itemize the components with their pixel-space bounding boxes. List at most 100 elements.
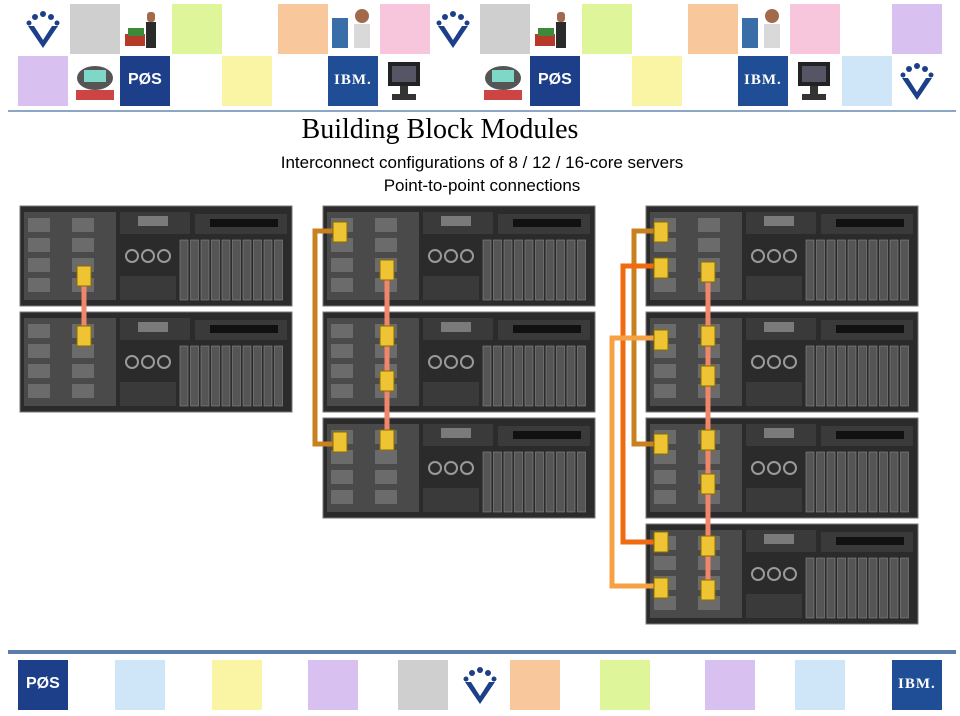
server-optical-slot: [210, 325, 278, 333]
server-port: [331, 278, 353, 292]
server-fan: [460, 249, 474, 263]
tile-lightblue: [842, 56, 892, 106]
server-drive-slot: [805, 345, 815, 407]
server-drive-slot: [826, 345, 836, 407]
server-lower-bay: [746, 594, 802, 618]
server-port: [375, 450, 397, 464]
processor-connector: [653, 433, 669, 455]
server-display: [764, 322, 794, 332]
processor-connector: [76, 265, 92, 287]
processor-connector: [332, 431, 348, 453]
cashier-icon: [328, 4, 378, 54]
server-drive-slot: [577, 239, 586, 301]
server-drive-slot: [242, 345, 252, 407]
server-display: [138, 216, 168, 226]
server-drive-slot: [253, 345, 262, 407]
server-chassis: [645, 523, 919, 625]
server-fan: [767, 249, 781, 263]
server-drive-slot: [847, 557, 857, 619]
server-port: [331, 490, 353, 504]
server-port: [375, 470, 397, 484]
server-drive-slot: [524, 451, 534, 513]
server-fan: [783, 249, 797, 263]
server-drive-slot: [514, 451, 523, 513]
tile-peach: [510, 660, 560, 710]
server-chassis: [645, 417, 919, 519]
server-drive-slot: [868, 345, 878, 407]
server-fan: [460, 355, 474, 369]
server-port: [331, 324, 353, 338]
server-drive-slot: [545, 239, 555, 301]
people-logo-icon: [455, 660, 505, 710]
server-chassis: [19, 311, 293, 413]
server-fan: [141, 355, 155, 369]
server-drive-slot: [503, 451, 513, 513]
tile-peach: [688, 4, 738, 54]
server-fan: [767, 355, 781, 369]
pos-logo-icon: PØS: [18, 660, 68, 710]
server-port: [654, 364, 676, 378]
pos-terminal-icon: [70, 56, 120, 106]
server-drive-slot: [274, 345, 283, 407]
server-optical-slot: [836, 431, 904, 439]
server-fan: [444, 355, 458, 369]
processor-connector: [379, 370, 395, 392]
server-drive-slot: [179, 345, 189, 407]
server-drive-slot: [879, 239, 888, 301]
server-drive-slot: [889, 239, 899, 301]
server-lower-bay: [423, 488, 479, 512]
server-optical-slot: [836, 325, 904, 333]
server-drive-slot: [200, 345, 210, 407]
interconnect-cable: [312, 228, 340, 447]
server-lower-bay: [746, 382, 802, 406]
tile-lightblue: [795, 660, 845, 710]
server-optical-slot: [210, 219, 278, 227]
server-fan: [767, 461, 781, 475]
server-port: [28, 384, 50, 398]
server-drive-slot: [242, 239, 252, 301]
tile-yellow: [212, 660, 262, 710]
server-drive-slot: [274, 239, 283, 301]
server-port: [654, 278, 676, 292]
interconnect-cable: [620, 263, 661, 545]
server-port: [72, 344, 94, 358]
page-subtitle-secondary: Point-to-point connections: [383, 176, 581, 195]
server-drive-slot: [482, 345, 492, 407]
server-drive-slot: [232, 345, 241, 407]
server-drive-slot: [879, 345, 888, 407]
processor-connector: [700, 429, 716, 451]
server-lower-bay: [746, 488, 802, 512]
server-port: [698, 238, 720, 252]
server-drive-slot: [566, 239, 576, 301]
server-fan: [428, 249, 442, 263]
tile-pink: [380, 4, 430, 54]
server-chassis: [322, 417, 596, 519]
server-chassis: [19, 205, 293, 307]
server-drive-slot: [493, 239, 502, 301]
server-drive-slot: [889, 451, 899, 513]
server-fan: [444, 461, 458, 475]
processor-connector: [653, 329, 669, 351]
server-lower-bay: [423, 382, 479, 406]
server-drive-slot: [816, 451, 825, 513]
server-optical-slot: [513, 325, 581, 333]
processor-connector: [700, 365, 716, 387]
tile-grey: [70, 4, 120, 54]
server-drive-slot: [805, 239, 815, 301]
server-lower-bay: [120, 382, 176, 406]
server-port: [698, 218, 720, 232]
server-drive-slot: [826, 451, 836, 513]
server-drive-slot: [221, 345, 231, 407]
server-display: [138, 322, 168, 332]
server-port: [331, 344, 353, 358]
server-fan: [125, 355, 139, 369]
server-fan: [428, 461, 442, 475]
server-optical-slot: [836, 537, 904, 545]
server-chassis: [322, 311, 596, 413]
server-port: [654, 596, 676, 610]
tile-lightgreen: [582, 4, 632, 54]
processor-connector: [379, 259, 395, 281]
tile-lavender: [18, 56, 68, 106]
server-display: [764, 216, 794, 226]
